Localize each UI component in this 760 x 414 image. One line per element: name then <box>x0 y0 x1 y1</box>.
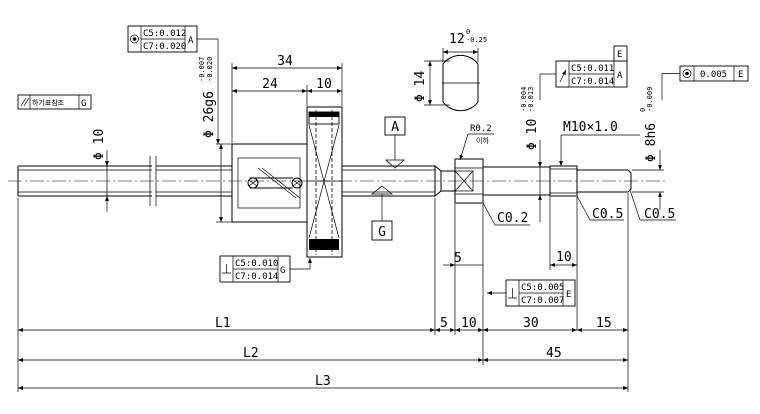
fcf-parallel-datum: G <box>81 99 86 109</box>
dim-L3: L3 <box>315 374 331 389</box>
dim-keyway-tol-lo: -0.25 <box>466 36 487 44</box>
screw-diameter-dim: Φ 10 <box>92 129 109 212</box>
perpendicularity-icon <box>508 288 517 299</box>
dim-section-dia: Φ 14 <box>413 71 428 102</box>
nut-diameter-dim: Φ 26g6 -0.007 -0.020 <box>198 57 232 223</box>
fcf-flange-line1: C5:0.010 <box>235 259 278 269</box>
fcf-shaft-runout: C5:0.011 C7:0.014 E A <box>539 45 628 100</box>
datum-g-marker: G <box>371 185 393 241</box>
dim-5-bottom: 5 <box>440 316 448 331</box>
datum-a-marker: A <box>384 116 406 169</box>
dim-chamfer-1: C0.2 <box>497 211 528 226</box>
fcf-end-datum: E <box>738 70 743 80</box>
dim-dia-bearing-tol-lo: -0.013 <box>527 87 535 112</box>
thread-callout: M10×1.0 <box>559 120 640 166</box>
dim-chamfer-3: C0.5 <box>644 207 675 222</box>
dim-30-bottom: 30 <box>523 316 539 331</box>
dim-keyway-tol-up: 0 <box>466 28 470 36</box>
dim-chamfer-2: C0.5 <box>592 207 623 222</box>
fcf-bearing-datum: E <box>566 290 571 300</box>
dim-dia-end-tol-lo: -0.009 <box>646 87 654 112</box>
dim-dia-26-tol-lo: -0.020 <box>206 57 214 82</box>
dim-dia-end-tol-up: 0 <box>639 108 647 112</box>
radius-callout: R0.2 이하 <box>459 124 494 161</box>
dim-radius-note: 이하 <box>476 136 489 145</box>
fcf-shaft-datum-top: E <box>617 50 622 60</box>
dim-45-bottom: 45 <box>546 346 562 361</box>
fcf-nut-runout: C5:0.012 C7:0.020 A <box>127 25 220 144</box>
chamfer-c05-a: C0.5 <box>576 195 624 222</box>
fcf-shaft-datum: A <box>617 71 623 81</box>
fcf-end-concentric: 0.005 E <box>661 65 749 100</box>
end-diameter-dim: Φ 8h6 0 -0.009 <box>632 87 664 210</box>
fcf-flange-datum: G <box>280 266 285 276</box>
fcf-nut-datum: A <box>188 36 194 46</box>
fcf-nut-line2: C7:0.020 <box>143 42 186 52</box>
datum-a-label: A <box>391 120 399 135</box>
dim-10-bottom: 10 <box>461 316 477 331</box>
dim-dia-bearing: Φ 10 <box>525 119 540 150</box>
screw-shaft <box>17 156 632 206</box>
fcf-nut-line1: C5:0.012 <box>143 29 186 39</box>
dim-L2: L2 <box>243 346 259 361</box>
fcf-bearing-perp: C5:0.005 C7:0.007 E <box>487 279 576 307</box>
bearing-diameter-dim: Φ 10 -0.004 -0.013 <box>520 87 542 222</box>
fcf-parallel: 하기표참조 G <box>17 94 92 110</box>
perpendicularity-icon <box>222 264 231 274</box>
fcf-bearing-line1: C5:0.005 <box>521 283 564 293</box>
dim-15-bottom: 15 <box>596 316 612 331</box>
dim-thread: M10×1.0 <box>563 120 618 135</box>
dim-10-flange: 10 <box>316 77 332 92</box>
dim-dia-26: Φ 26g6 <box>202 91 217 138</box>
datum-g-label: G <box>378 225 386 240</box>
fcf-end-value: 0.005 <box>700 70 727 80</box>
runout-icon <box>559 69 567 83</box>
dim-10-thread: 10 <box>556 250 572 265</box>
section-view: 12 0 -0.25 Φ 14 <box>413 28 487 112</box>
dim-L1: L1 <box>215 316 231 331</box>
fcf-shaft-line2: C7:0.014 <box>571 77 614 87</box>
concentric-icon <box>682 69 692 78</box>
chamfer-c05-b: C0.5 <box>629 189 676 222</box>
seat-dims: 5 10 <box>443 197 578 330</box>
bottom-dims: L1 5 10 30 15 L2 45 L3 <box>17 193 629 392</box>
dim-24: 24 <box>262 77 278 92</box>
dim-dia-10-screw: Φ 10 <box>92 129 107 160</box>
fcf-shaft-line1: C5:0.011 <box>571 64 614 74</box>
fcf-flange-line2: C7:0.014 <box>235 272 278 282</box>
dim-34: 34 <box>277 54 293 69</box>
fcf-bearing-line2: C7:0.007 <box>521 296 564 306</box>
concentric-icon <box>130 34 139 44</box>
dim-dia-bearing-tol-up: -0.004 <box>520 87 528 112</box>
ball-nut <box>231 106 343 258</box>
dim-dia-end: Φ 8h6 <box>644 123 659 162</box>
parallelism-icon <box>20 97 30 107</box>
fcf-flange-perp: C5:0.010 C7:0.014 G <box>219 255 312 283</box>
dim-keyway-width: 12 <box>449 32 465 47</box>
dim-dia-26-tol-up: -0.007 <box>198 57 206 82</box>
fcf-parallel-text: 하기표참조 <box>32 98 65 107</box>
nut-length-dims: 34 24 10 <box>231 54 343 143</box>
dim-radius: R0.2 <box>470 124 492 134</box>
dim-5-seat: 5 <box>454 251 462 266</box>
chamfer-c02: C0.2 <box>482 202 530 226</box>
